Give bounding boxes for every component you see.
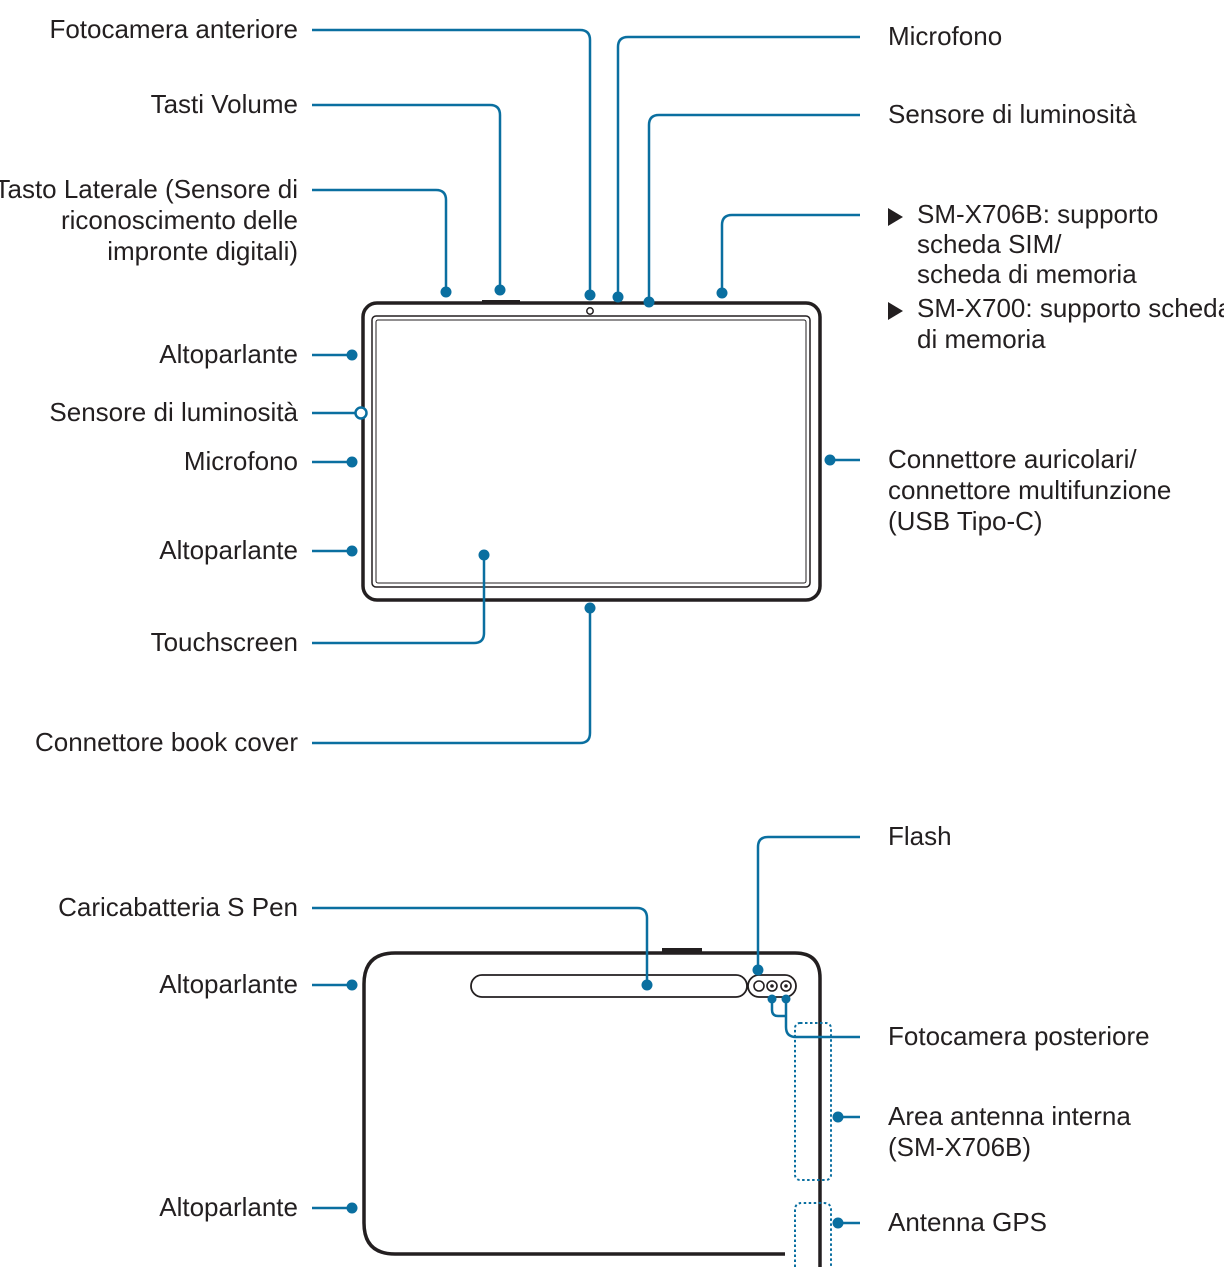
label-s-pen-charger: Caricabatteria S Pen (58, 892, 298, 922)
label-light-sensor-right: Sensore di luminosità (888, 99, 1137, 129)
back-leaders (312, 835, 860, 1229)
label-tray-x706b-3: scheda di memoria (917, 259, 1137, 289)
camera-lens-icon (766, 980, 778, 992)
label-tray-x700-1: SM-X700: supporto scheda (917, 293, 1224, 323)
label-gps-antenna: Antenna GPS (888, 1207, 1047, 1237)
label-antenna-1: Area antenna interna (888, 1101, 1131, 1131)
triangle-right-icon (888, 302, 903, 320)
front-left-labels: Fotocamera anteriore Tasti Volume Tasto … (0, 14, 299, 757)
volume-key-bump (482, 300, 520, 304)
label-tray-x706b-1: SM-X706B: supporto (917, 199, 1158, 229)
label-speaker-top: Altoparlante (159, 339, 298, 369)
label-antenna-2: (SM-X706B) (888, 1132, 1031, 1162)
label-volume-keys: Tasti Volume (151, 89, 298, 119)
label-light-sensor-left: Sensore di luminosità (49, 397, 298, 427)
label-usb-2: connettore multifunzione (888, 475, 1171, 505)
gps-antenna-area (794, 1202, 832, 1267)
front-camera-hole (586, 307, 594, 315)
label-tray-x706b-2: scheda SIM/ (917, 229, 1062, 259)
back-key-bump (662, 948, 702, 953)
label-front-camera: Fotocamera anteriore (49, 14, 298, 44)
camera-lens-icon (780, 980, 792, 992)
label-usb-1: Connettore auricolari/ (888, 444, 1137, 474)
front-right-labels: Microfono Sensore di luminosità SM-X706B… (888, 21, 1224, 536)
back-labels: Caricabatteria S Pen Altoparlante Altopa… (58, 821, 1149, 1237)
back-device (362, 948, 832, 1267)
label-microphone-left: Microfono (184, 446, 298, 476)
label-touchscreen: Touchscreen (151, 627, 298, 657)
label-book-cover-connector: Connettore book cover (35, 727, 298, 757)
label-side-key-1: Tasto Laterale (Sensore di (0, 174, 298, 204)
internal-antenna-area (794, 1022, 832, 1181)
label-speaker-bottom: Altoparlante (159, 535, 298, 565)
label-flash: Flash (888, 821, 952, 851)
camera-lens-icon (753, 980, 765, 992)
front-device (361, 300, 822, 602)
label-side-key-3: impronte digitali) (107, 236, 298, 266)
label-back-speaker-top: Altoparlante (159, 969, 298, 999)
label-side-key-2: riconoscimento delle (61, 205, 298, 235)
label-microphone-right: Microfono (888, 21, 1002, 51)
label-tray-x700-2: di memoria (917, 324, 1046, 354)
s-pen-charger-strip (470, 974, 748, 998)
label-rear-camera: Fotocamera posteriore (888, 1021, 1150, 1051)
triangle-right-icon (888, 208, 903, 226)
front-leaders (312, 28, 860, 745)
label-back-speaker-bottom: Altoparlante (159, 1192, 298, 1222)
label-usb-3: (USB Tipo-C) (888, 506, 1043, 536)
